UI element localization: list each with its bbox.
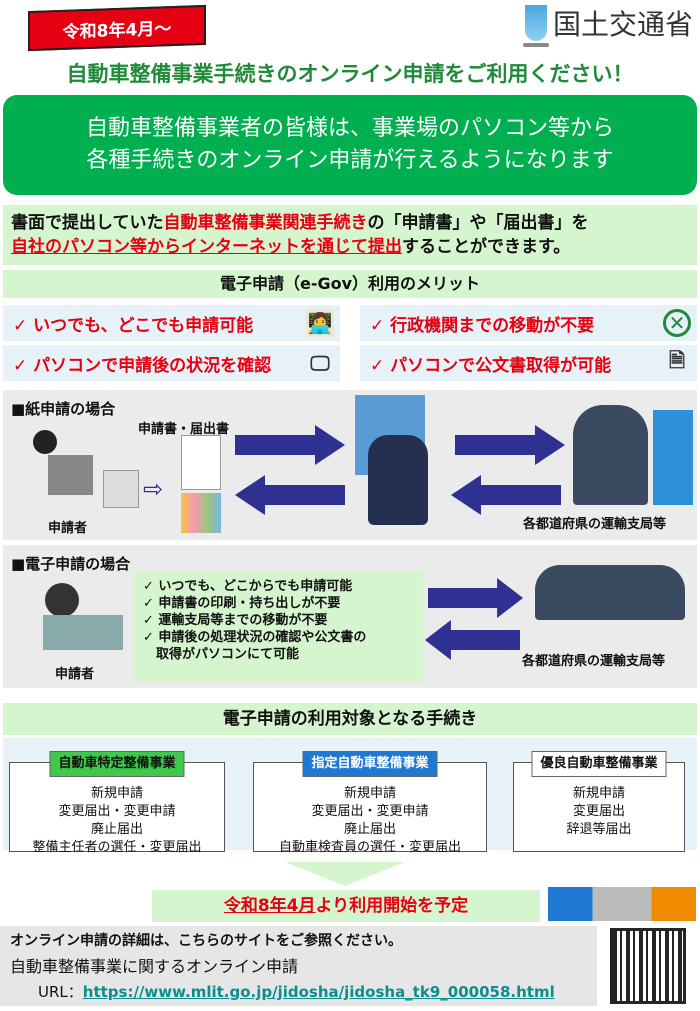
intro-b: 自動車整備事業関連手続き: [163, 213, 368, 233]
benefit-item: ✓ 申請後の処理状況の確認や公文書の: [143, 630, 367, 645]
procedure-item: 変更届出・変更申請: [311, 804, 429, 819]
info-line-2: 自動車整備事業に関するオンライン申請: [10, 957, 299, 976]
hero-line-2: 各種手続きのオンライン申請が行えるようになります: [86, 148, 614, 173]
merit-item: ✓ パソコンで公文書取得が可能 🗎: [360, 345, 697, 381]
intro-d: 自社のパソコン等からインターネットを通じて提出: [11, 237, 402, 257]
electronic-header: ■電子申請の場合: [11, 555, 131, 573]
logo-text: 国土交通省: [553, 8, 694, 41]
benefit-item: ✓ いつでも、どこからでも申請可能: [143, 579, 353, 594]
applicant-label: 申請者: [55, 667, 95, 682]
procedure-item: 辞退等届出: [566, 822, 632, 837]
merits-header: 電子申請（e-Gov）利用のメリット: [3, 270, 697, 298]
hero-box: 自動車整備事業者の皆様は、事業場のパソコン等から 各種手続きのオンライン申請が行…: [3, 95, 697, 195]
desk-icon: [48, 455, 93, 495]
laptop-icon: [43, 615, 123, 650]
info-url-link[interactable]: https://www.mlit.go.jp/jidosha/jidosha_t…: [82, 983, 555, 1001]
procedure-item: 新規申請: [343, 786, 396, 801]
folders-icon: [181, 493, 221, 533]
arrow-left-icon: [235, 475, 345, 515]
paper-header: ■紙申請の場合: [11, 400, 116, 418]
mlit-logo: 国土交通省: [523, 2, 697, 47]
procedure-item: 変更届出・変更申請: [58, 804, 176, 819]
procedure-box: 自動車特定整備事業 新規申請 変更届出・変更申請 廃止届出 整備主任者の選任・変…: [9, 751, 225, 855]
arrow-left-icon: [451, 475, 561, 515]
document-icon: 🗎: [668, 348, 686, 372]
start-date-box: 令和8年4月より利用開始を予定: [152, 890, 540, 922]
arrow-right-icon: [235, 425, 345, 465]
targets-header: 電子申請の利用対象となる手続き: [3, 703, 697, 735]
benefit-item: ✓ 申請書の印刷・持ち出しが不要: [143, 596, 341, 611]
docs-label: 申請書・届出書: [138, 422, 230, 437]
procedure-box: 指定自動車整備事業 新規申請 変更届出・変更申請 廃止届出 自動車検査員の選任・…: [253, 751, 487, 855]
qr-code[interactable]: [610, 928, 686, 1004]
merit-label: ✓ 行政機関までの移動が不要: [370, 315, 595, 336]
office-label: 各都道府県の運輸支局等: [523, 517, 667, 532]
benefit-item: 取得がパソコンにて可能: [143, 647, 300, 662]
intro-text: 書面で提出していた自動車整備事業関連手続きの「申請書」や「届出書」を 自社のパソ…: [3, 205, 697, 265]
info-box: オンライン申請の詳細は、こちらのサイトをご参照ください。 自動車整備事業に関する…: [0, 926, 597, 1006]
merit-label: ✓ パソコンで申請後の状況を確認: [13, 355, 272, 376]
hero-line-1: 自動車整備事業者の皆様は、事業場のパソコン等から: [85, 116, 614, 141]
procedure-item: 廃止届出: [90, 822, 143, 837]
merit-item: ✓ いつでも、どこでも申請可能 👩‍💻: [3, 305, 340, 341]
staff-illustration-icon: [573, 405, 648, 505]
car-shop-illustration-icon: [548, 887, 696, 921]
procedure-tag: 自動車特定整備事業: [49, 751, 185, 777]
intro-a: 書面で提出していた: [11, 213, 164, 233]
merit-item: ✓ 行政機関までの移動が不要 ✕: [360, 305, 697, 341]
merit-label: ✓ パソコンで公文書取得が可能: [370, 355, 612, 376]
url-label: URL：: [38, 983, 83, 1001]
benefit-item: ✓ 運輸支局等までの移動が不要: [143, 613, 328, 628]
printer-icon: [103, 470, 139, 508]
person-laptop-icon: 👩‍💻: [306, 309, 334, 337]
running-businessman-icon: [368, 435, 428, 525]
electronic-benefits-box: ✓ いつでも、どこからでも申請可能 ✓ 申請書の印刷・持ち出しが不要 ✓ 運輸支…: [133, 572, 423, 682]
procedure-item: 新規申請: [572, 786, 625, 801]
procedure-tag: 指定自動車整備事業: [302, 751, 438, 777]
start-text: より利用開始を予定: [315, 896, 469, 916]
applicant-illustration-icon: [33, 430, 57, 454]
no-walking-icon: ✕: [663, 309, 691, 337]
date-banner: 令和8年4月～: [28, 4, 206, 52]
office-building-icon: [653, 410, 693, 505]
merit-item: ✓ パソコンで申請後の状況を確認 🖵: [3, 345, 340, 381]
arrow-left-icon: [425, 620, 520, 660]
arrow-right-icon: ⇨: [143, 475, 164, 503]
intro-e: することができます。: [402, 237, 571, 257]
intro-c: の「申請書」や「届出書」を: [367, 213, 589, 233]
procedure-tag: 優良自動車整備事業: [531, 751, 667, 777]
procedure-item: 廃止届出: [343, 822, 396, 837]
office-label: 各都道府県の運輸支局等: [522, 654, 666, 669]
procedure-item: 整備主任者の選任・変更届出: [32, 840, 202, 855]
procedure-box: 優良自動車整備事業 新規申請 変更届出 辞退等届出: [513, 751, 685, 852]
down-triangle-icon: [285, 862, 405, 886]
arrow-right-icon: [428, 578, 523, 618]
start-date: 令和8年4月: [223, 896, 316, 916]
merit-label: ✓ いつでも、どこでも申請可能: [13, 315, 254, 336]
mlit-logo-mark-icon: [523, 5, 549, 47]
staff-at-computers-icon: [535, 565, 685, 620]
procedure-item: 変更届出: [572, 804, 625, 819]
applicant-label: 申請者: [48, 521, 88, 536]
monitor-icon: 🖵: [310, 351, 330, 375]
applicant-woman-icon: [45, 583, 79, 617]
procedure-item: 自動車検査員の選任・変更届出: [278, 840, 461, 855]
form-document-icon: [181, 435, 221, 490]
procedure-item: 新規申請: [90, 786, 143, 801]
arrow-right-icon: [455, 425, 565, 465]
page-title: 自動車整備事業手続きのオンライン申請をご利用ください！: [66, 62, 634, 86]
paper-section: ■紙申請の場合 申請書・届出書 ⇨ 申請者 各都道府県の運輸支局等: [3, 390, 697, 540]
info-line-1: オンライン申請の詳細は、こちらのサイトをご参照ください。: [10, 933, 402, 949]
